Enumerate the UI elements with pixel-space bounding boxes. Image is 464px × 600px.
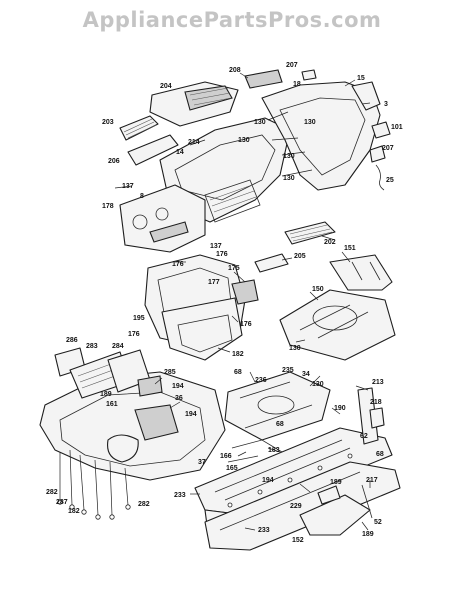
callout-284: 284 [112,343,124,350]
callout-14: 14 [176,149,184,156]
hood-nose-assembly[interactable] [244,69,381,191]
callout-176: 176 [240,321,252,328]
callout-3: 3 [384,101,388,108]
callout-130: 130 [283,175,295,182]
grille-insert[interactable] [119,115,159,141]
front-grille[interactable] [284,221,336,245]
fastener-set[interactable] [57,449,131,520]
callout-18: 18 [293,81,301,88]
callout-labels: 208 207 18 15 204 3 130 130 101 203 214 … [46,62,403,544]
callout-130: 130 [283,153,295,160]
headlight-components[interactable] [369,121,391,191]
callout-206: 206 [108,158,120,165]
callout-176: 176 [216,251,228,258]
callout-205: 205 [294,253,306,260]
callout-62: 62 [360,433,368,440]
dash-console[interactable] [119,184,206,253]
callout-130: 130 [304,119,316,126]
callout-52: 52 [374,519,382,526]
callout-137: 137 [210,243,222,250]
callout-282: 282 [138,501,150,508]
main-frame[interactable] [194,427,401,551]
callout-189: 189 [330,479,342,486]
callout-195: 195 [133,315,145,322]
callout-37: 37 [198,459,206,466]
callout-68: 68 [276,421,284,428]
hood-side-panel[interactable] [127,134,179,166]
rear-fender[interactable] [39,371,226,481]
fender-covers[interactable] [54,347,163,399]
callout-175: 175 [228,265,240,272]
hood-top-panel[interactable] [149,81,239,127]
callout-235: 235 [282,367,294,374]
callout-218: 218 [370,399,382,406]
callout-161: 161 [106,401,118,408]
callout-283: 283 [86,343,98,350]
callout-182: 182 [232,351,244,358]
callout-189: 189 [362,531,374,538]
callout-208: 208 [229,67,241,74]
callout-68: 68 [234,369,242,376]
callout-189: 189 [100,391,112,398]
callout-202: 202 [324,239,336,246]
callout-151: 151 [344,245,356,252]
fender-bracket[interactable] [329,254,393,291]
callout-286: 286 [66,337,78,344]
callout-287: 287 [56,499,68,506]
site-header: AppliancePartsPros.com [0,0,464,40]
callout-152: 152 [292,537,304,544]
footrest-plate[interactable] [279,289,396,361]
rear-hitch-bracket[interactable] [357,387,385,445]
callout-282: 282 [46,489,58,496]
callout-217: 217 [366,477,378,484]
side-lens-panel[interactable] [254,253,289,273]
callout-176: 176 [172,261,184,268]
callout-194: 194 [172,383,184,390]
callout-190: 190 [334,405,346,412]
callout-203: 203 [102,119,114,126]
callout-166: 166 [220,453,232,460]
callout-130: 130 [254,119,266,126]
callout-178: 178 [102,203,114,210]
callout-15: 15 [357,75,365,82]
seat-mount-plate[interactable] [224,371,331,441]
callout-194: 194 [262,477,274,484]
callout-8: 8 [140,193,144,200]
callout-182: 182 [68,508,80,515]
callout-183: 183 [268,447,280,454]
site-title: AppliancePartsPros.com [82,8,382,32]
callout-25: 25 [386,177,394,184]
callout-213: 213 [372,379,384,386]
callout-194: 194 [185,411,197,418]
callout-137: 137 [122,183,134,190]
callout-233: 233 [258,527,270,534]
lower-shield[interactable] [299,484,373,536]
callout-34: 34 [302,371,310,378]
leader-lines [114,72,371,531]
callout-229: 229 [290,503,302,510]
callout-165: 165 [226,465,238,472]
callout-204: 204 [160,83,172,90]
callout-68: 68 [376,451,384,458]
callout-101: 101 [391,124,403,131]
dash-lower-housing[interactable] [144,254,259,361]
callout-236: 236 [255,377,267,384]
callout-130: 130 [289,345,301,352]
callout-177: 177 [208,279,220,286]
callout-207: 207 [382,145,394,152]
callout-233: 233 [174,492,186,499]
callout-176: 176 [128,331,140,338]
callout-130: 130 [312,381,324,388]
callout-36: 36 [175,395,183,402]
callout-207: 207 [286,62,298,69]
callout-214: 214 [188,139,200,146]
callout-285: 285 [164,369,176,376]
callout-130: 130 [238,137,250,144]
callout-150: 150 [312,286,324,293]
